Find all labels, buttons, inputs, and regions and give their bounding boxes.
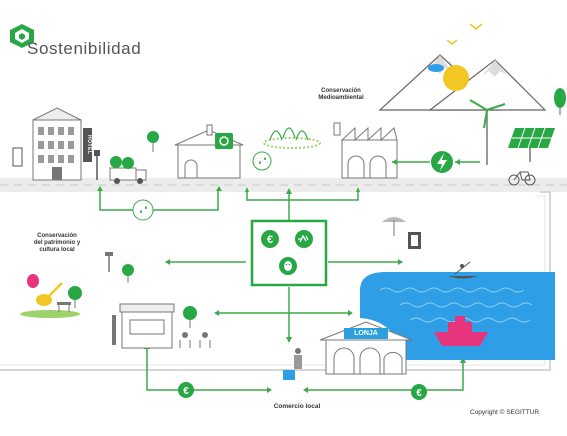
copyright-text: Copyright © SEGITTUR	[470, 409, 540, 416]
guitar-icon	[36, 282, 63, 306]
recycling-bag-icon	[110, 156, 122, 168]
boat-icon	[434, 316, 488, 346]
logo-icon	[10, 24, 34, 48]
center-panel: €	[250, 219, 328, 287]
hotel-building	[12, 107, 82, 181]
street-lamp-icon	[94, 150, 100, 180]
svg-text:€: €	[267, 234, 273, 246]
lifeguard-sign-icon	[408, 232, 421, 249]
euro-icon: €	[411, 384, 427, 400]
wind-turbine-icon	[469, 99, 506, 165]
grass-patch	[20, 310, 80, 318]
recycle-icon	[295, 230, 313, 248]
tree-icon	[554, 88, 566, 115]
hotel-sign: HOTEL	[83, 128, 92, 162]
shop-building	[112, 303, 175, 349]
recycling-bag-icon	[122, 157, 134, 169]
street-lamp-icon	[112, 315, 116, 345]
flow-connectors	[99, 161, 480, 391]
water-drops-icon	[252, 151, 272, 171]
lightning-icon	[431, 151, 453, 173]
sun-icon	[443, 65, 469, 91]
cafe-tables-icon	[179, 332, 211, 348]
truck-icon	[109, 156, 147, 184]
label-line: cultura local	[39, 246, 75, 253]
svg-text:€: €	[416, 388, 422, 399]
label-conservacion-patrimonio: Conservación del patrimonio y cultura lo…	[24, 233, 90, 254]
tree-icon	[122, 264, 134, 283]
person-icon	[333, 122, 341, 136]
shopper-icon	[283, 348, 302, 380]
factory-building	[333, 122, 398, 179]
tree-icon	[147, 131, 159, 152]
water-drops-icon	[132, 199, 154, 221]
lonja-building	[319, 321, 413, 375]
euro-icon: €	[178, 382, 194, 398]
kayak-icon	[448, 261, 478, 279]
recycle-icon	[215, 133, 233, 149]
shopping-bag-icon	[283, 370, 295, 380]
bird-icon	[469, 23, 483, 30]
umbrella-icon	[382, 217, 406, 236]
theater-mask-icon	[27, 274, 39, 288]
lamp-icon	[105, 252, 113, 272]
label-line: Medioambiental	[318, 94, 364, 101]
recycling-plant-building	[174, 124, 244, 179]
bench-icon	[57, 302, 71, 312]
bicycle-icon	[508, 171, 536, 186]
label-comercio-local: Comercio local	[273, 403, 321, 410]
tree-icon	[183, 306, 197, 328]
bird-icon	[446, 39, 458, 45]
mountains	[378, 23, 547, 111]
cloud-icon	[428, 64, 444, 72]
solar-panel-icon	[508, 127, 555, 162]
euro-icon: €	[261, 230, 279, 248]
lonja-sign: LONJA	[344, 328, 388, 339]
label-line: Conservación	[37, 233, 77, 239]
theater-mask-icon	[279, 257, 297, 275]
fountain-icon	[263, 127, 321, 149]
label-line: Conservación	[321, 88, 361, 94]
label-conservacion-medioambiental: Conservación Medioambiental	[306, 88, 376, 102]
label-line: del patrimonio y	[33, 239, 81, 246]
page-title: Sostenibilidad	[27, 39, 142, 58]
svg-text:€: €	[183, 386, 189, 397]
tree-icon	[68, 286, 82, 308]
tourist-icon	[12, 147, 23, 167]
